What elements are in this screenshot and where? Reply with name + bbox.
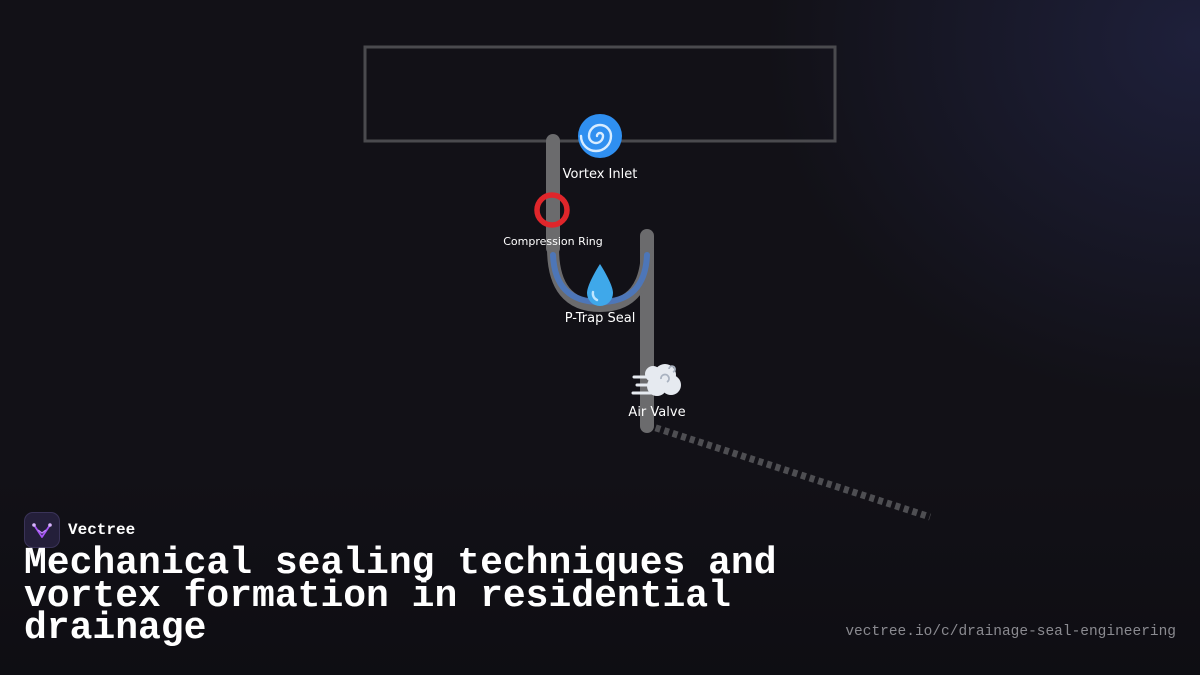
brand-logo-icon (24, 512, 60, 548)
outlet-pipe-dashed (645, 421, 932, 521)
cyclone-icon (570, 106, 630, 166)
droplet-icon (570, 255, 630, 315)
node-label-compression-ring: Compression Ring (503, 235, 603, 248)
brand: Vectree (24, 512, 135, 548)
node-label-vortex-inlet: Vortex Inlet (562, 167, 638, 182)
node-label-air-valve: Air Valve (628, 405, 686, 420)
node-label-p-trap-seal: P-Trap Seal (564, 311, 636, 326)
source-url: vectree.io/c/drainage-seal-engineering (845, 624, 1176, 640)
page-title: Mechanical sealing techniques and vortex… (24, 542, 777, 650)
hollow-ring-icon (522, 180, 582, 240)
air-puff-icon (627, 350, 687, 410)
brand-name: Vectree (68, 521, 136, 539)
